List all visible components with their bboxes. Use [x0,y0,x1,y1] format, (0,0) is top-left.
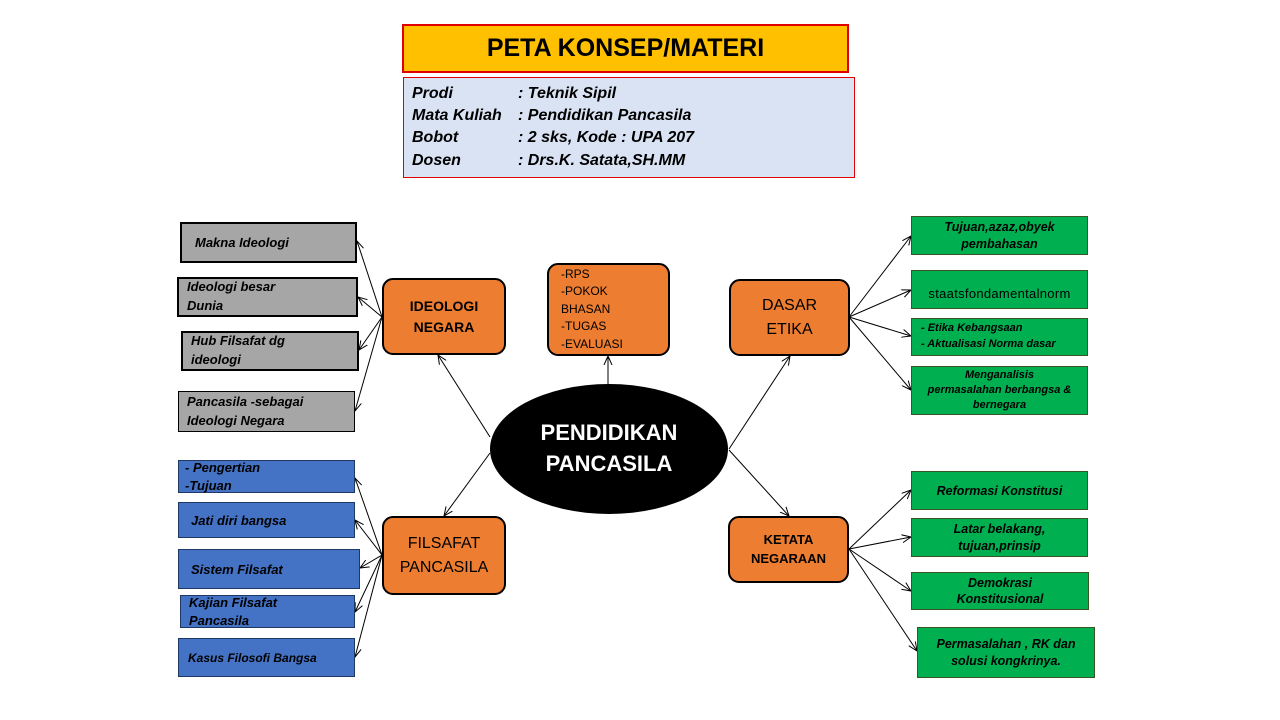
ideologi-item: Ideologi besar Dunia [177,277,358,317]
info-label: Bobot [412,129,459,146]
ketata-item: Demokrasi Konstitusional [911,572,1089,610]
course-info-panel: Prodi : Teknik Sipil Mata Kuliah : Pendidi… [403,77,855,178]
arrow-ideologi-item [358,297,383,318]
arrow-center-to-filsafat [444,452,491,516]
arrow-filsafat-item [355,554,383,612]
arrow-center-to-ideologi [438,355,491,438]
arrow-filsafat-item [355,554,383,657]
ideologi-item: Pancasila -sebagai Ideologi Negara [178,391,355,432]
info-value: : Drs.K. Satata,SH.MM [518,152,686,169]
arrow-filsafat-item [360,554,383,568]
arrow-center-to-ketata [728,449,789,516]
node-ketatanegaraan: KETATA NEGARAAN [728,516,849,583]
arrow-etika-item [848,290,911,318]
node-filsafat-pancasila: FILSAFAT PANCASILA [382,516,506,595]
etika-item: - Etika Kebangsaan - Aktualisasi Norma d… [911,318,1088,356]
arrow-ketata-item [848,490,911,550]
info-row-prodi: Prodi : Teknik Sipil [412,85,616,103]
arrow-center-to-etika [728,356,790,450]
info-value: : Pendidikan Pancasila [518,107,692,124]
node-ideologi-negara: IDEOLOGI NEGARA [382,278,506,355]
ideologi-item: Hub Filsafat dg ideologi [181,331,359,371]
filsafat-item: - Pengertian -Tujuan [178,460,355,493]
etika-item: staatsfondamentalnorm [911,270,1088,309]
arrow-ideologi-item [359,316,383,350]
info-row-mata-kuliah: Mata Kuliah : Pendidikan Pancasila [412,107,691,125]
ketata-item: Latar belakang, tujuan,prinsip [911,518,1088,557]
info-label: Dosen [412,152,461,169]
filsafat-item: Kajian Filsafat Pancasila [180,595,355,628]
info-label: Mata Kuliah [412,107,502,124]
info-label: Prodi [412,85,453,102]
arrow-filsafat-item [355,520,383,556]
filsafat-item: Kasus Filosofi Bangsa [178,638,355,677]
ketata-item: Reformasi Konstitusi [911,471,1088,510]
etika-item: Menganalisis permasalahan berbangsa & be… [911,366,1088,415]
arrow-ideologi-item [355,316,383,411]
node-dasar-etika: DASAR ETIKA [729,279,850,356]
arrow-ketata-item [848,548,911,591]
filsafat-item: Sistem Filsafat [178,549,360,589]
info-row-dosen: Dosen : Drs.K. Satata,SH.MM [412,152,685,170]
arrow-filsafat-item [355,478,383,556]
ideologi-item: Makna Ideologi [180,222,357,263]
info-value: : 2 sks, Kode : UPA 207 [518,129,695,146]
arrow-ideologi-item [357,241,383,318]
etika-item: Tujuan,azaz,obyek pembahasan [911,216,1088,255]
arrow-ketata-item [848,537,911,550]
info-value: : Teknik Sipil [518,85,617,102]
page-title: PETA KONSEP/MATERI [402,24,849,73]
arrow-etika-item [848,316,911,336]
filsafat-item: Jati diri bangsa [178,502,355,538]
arrow-etika-item [848,316,911,390]
arrow-ketata-item [848,548,917,651]
info-row-bobot: Bobot : 2 sks, Kode : UPA 207 [412,129,694,147]
ketata-item: Permasalahan , RK dan solusi kongkrinya. [917,627,1095,678]
node-rps: -RPS -POKOK BHASAN -TUGAS -EVALUASI [547,263,670,356]
center-node-pendidikan-pancasila: PENDIDIKAN PANCASILA [490,384,728,514]
arrow-etika-item [848,236,911,318]
